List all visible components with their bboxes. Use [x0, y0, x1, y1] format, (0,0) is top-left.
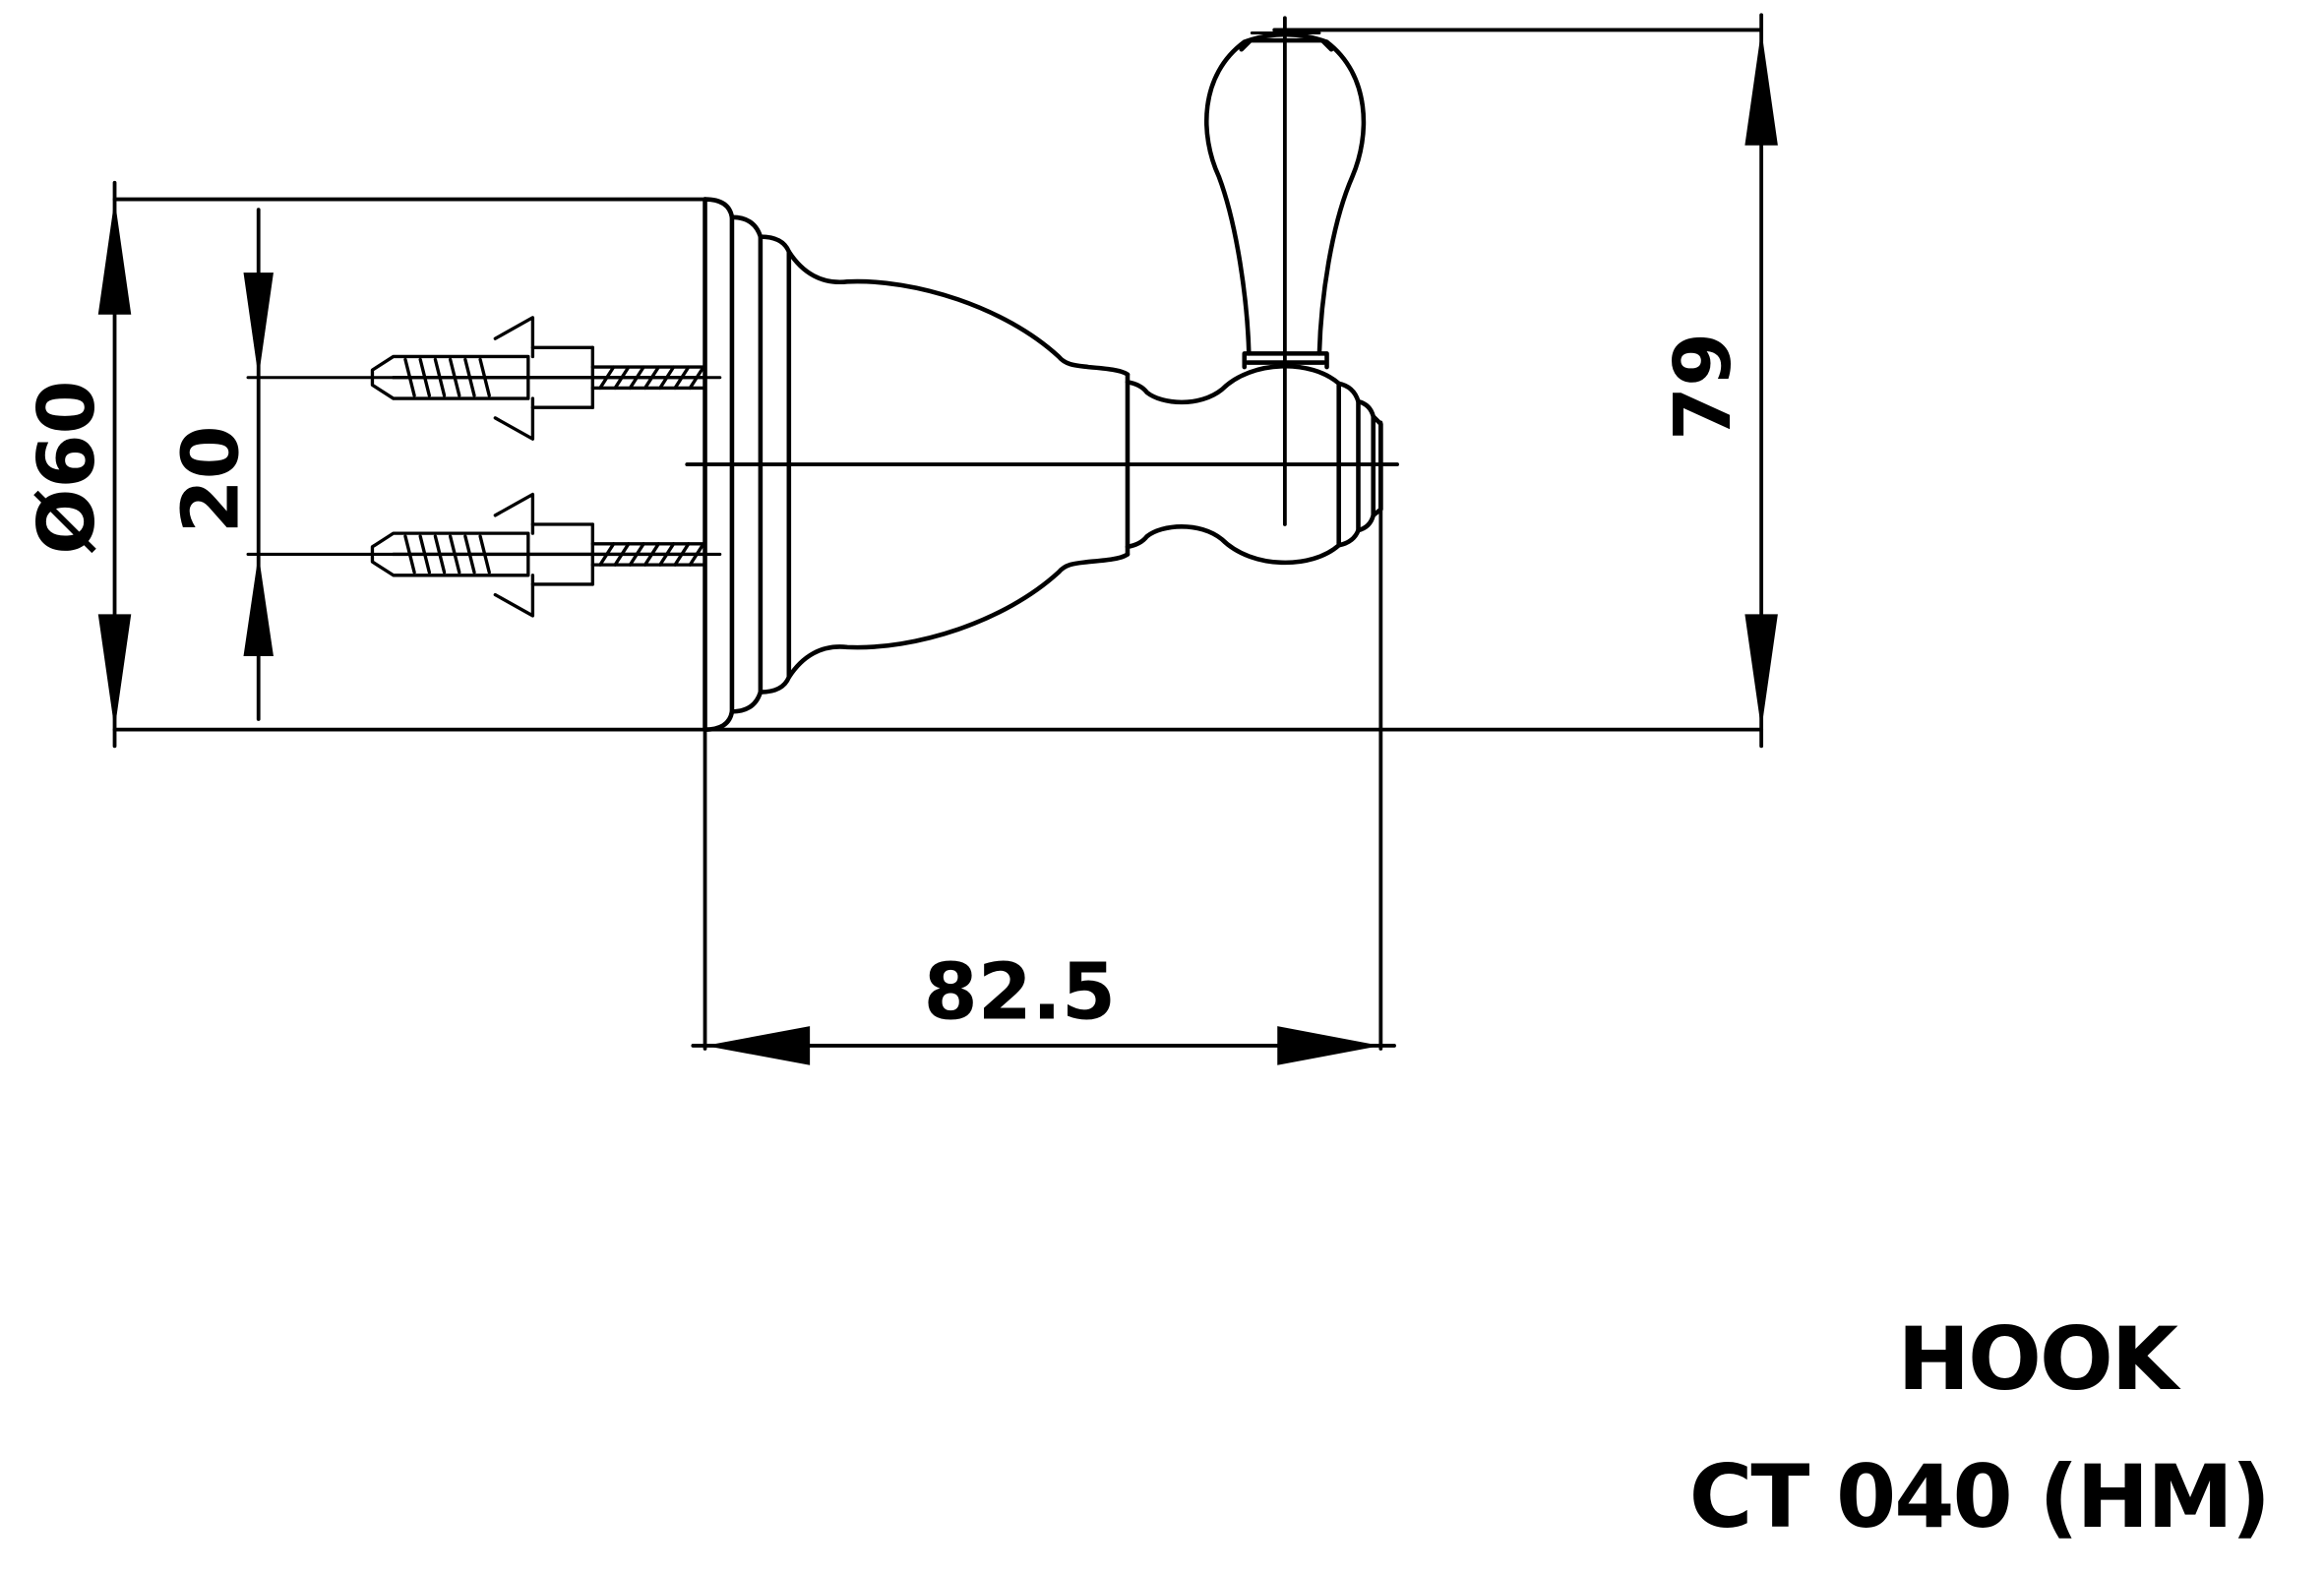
- wall-plug-screw-bottom: [370, 492, 707, 618]
- diameter-label: Ø60: [22, 380, 112, 554]
- product-name: HOOK: [1897, 1308, 2178, 1410]
- hook-arm: [1204, 16, 1367, 526]
- arrowhead-icon: [243, 554, 274, 657]
- arrowhead-icon: [1277, 1026, 1381, 1065]
- projection-label: 82.5: [924, 947, 1116, 1038]
- arrowhead-icon: [1744, 30, 1778, 146]
- height-label: 79: [1658, 333, 1748, 441]
- dimension-screw-spacing: [243, 208, 722, 721]
- screw-spacing-label: 20: [165, 425, 256, 533]
- arrowhead-icon: [97, 614, 132, 730]
- dimension-diameter: [97, 180, 1764, 749]
- dimension-projection: [691, 420, 1396, 1065]
- arrowhead-icon: [704, 1026, 811, 1065]
- product-code: CT 040 (HM): [1688, 1446, 2271, 1547]
- hook-body: [786, 249, 1383, 680]
- arrowhead-icon: [97, 199, 132, 315]
- arrowhead-icon: [1744, 614, 1778, 730]
- wall-plug-screw-top: [370, 316, 707, 441]
- arrowhead-icon: [243, 272, 274, 378]
- dimension-height: [1272, 13, 1778, 749]
